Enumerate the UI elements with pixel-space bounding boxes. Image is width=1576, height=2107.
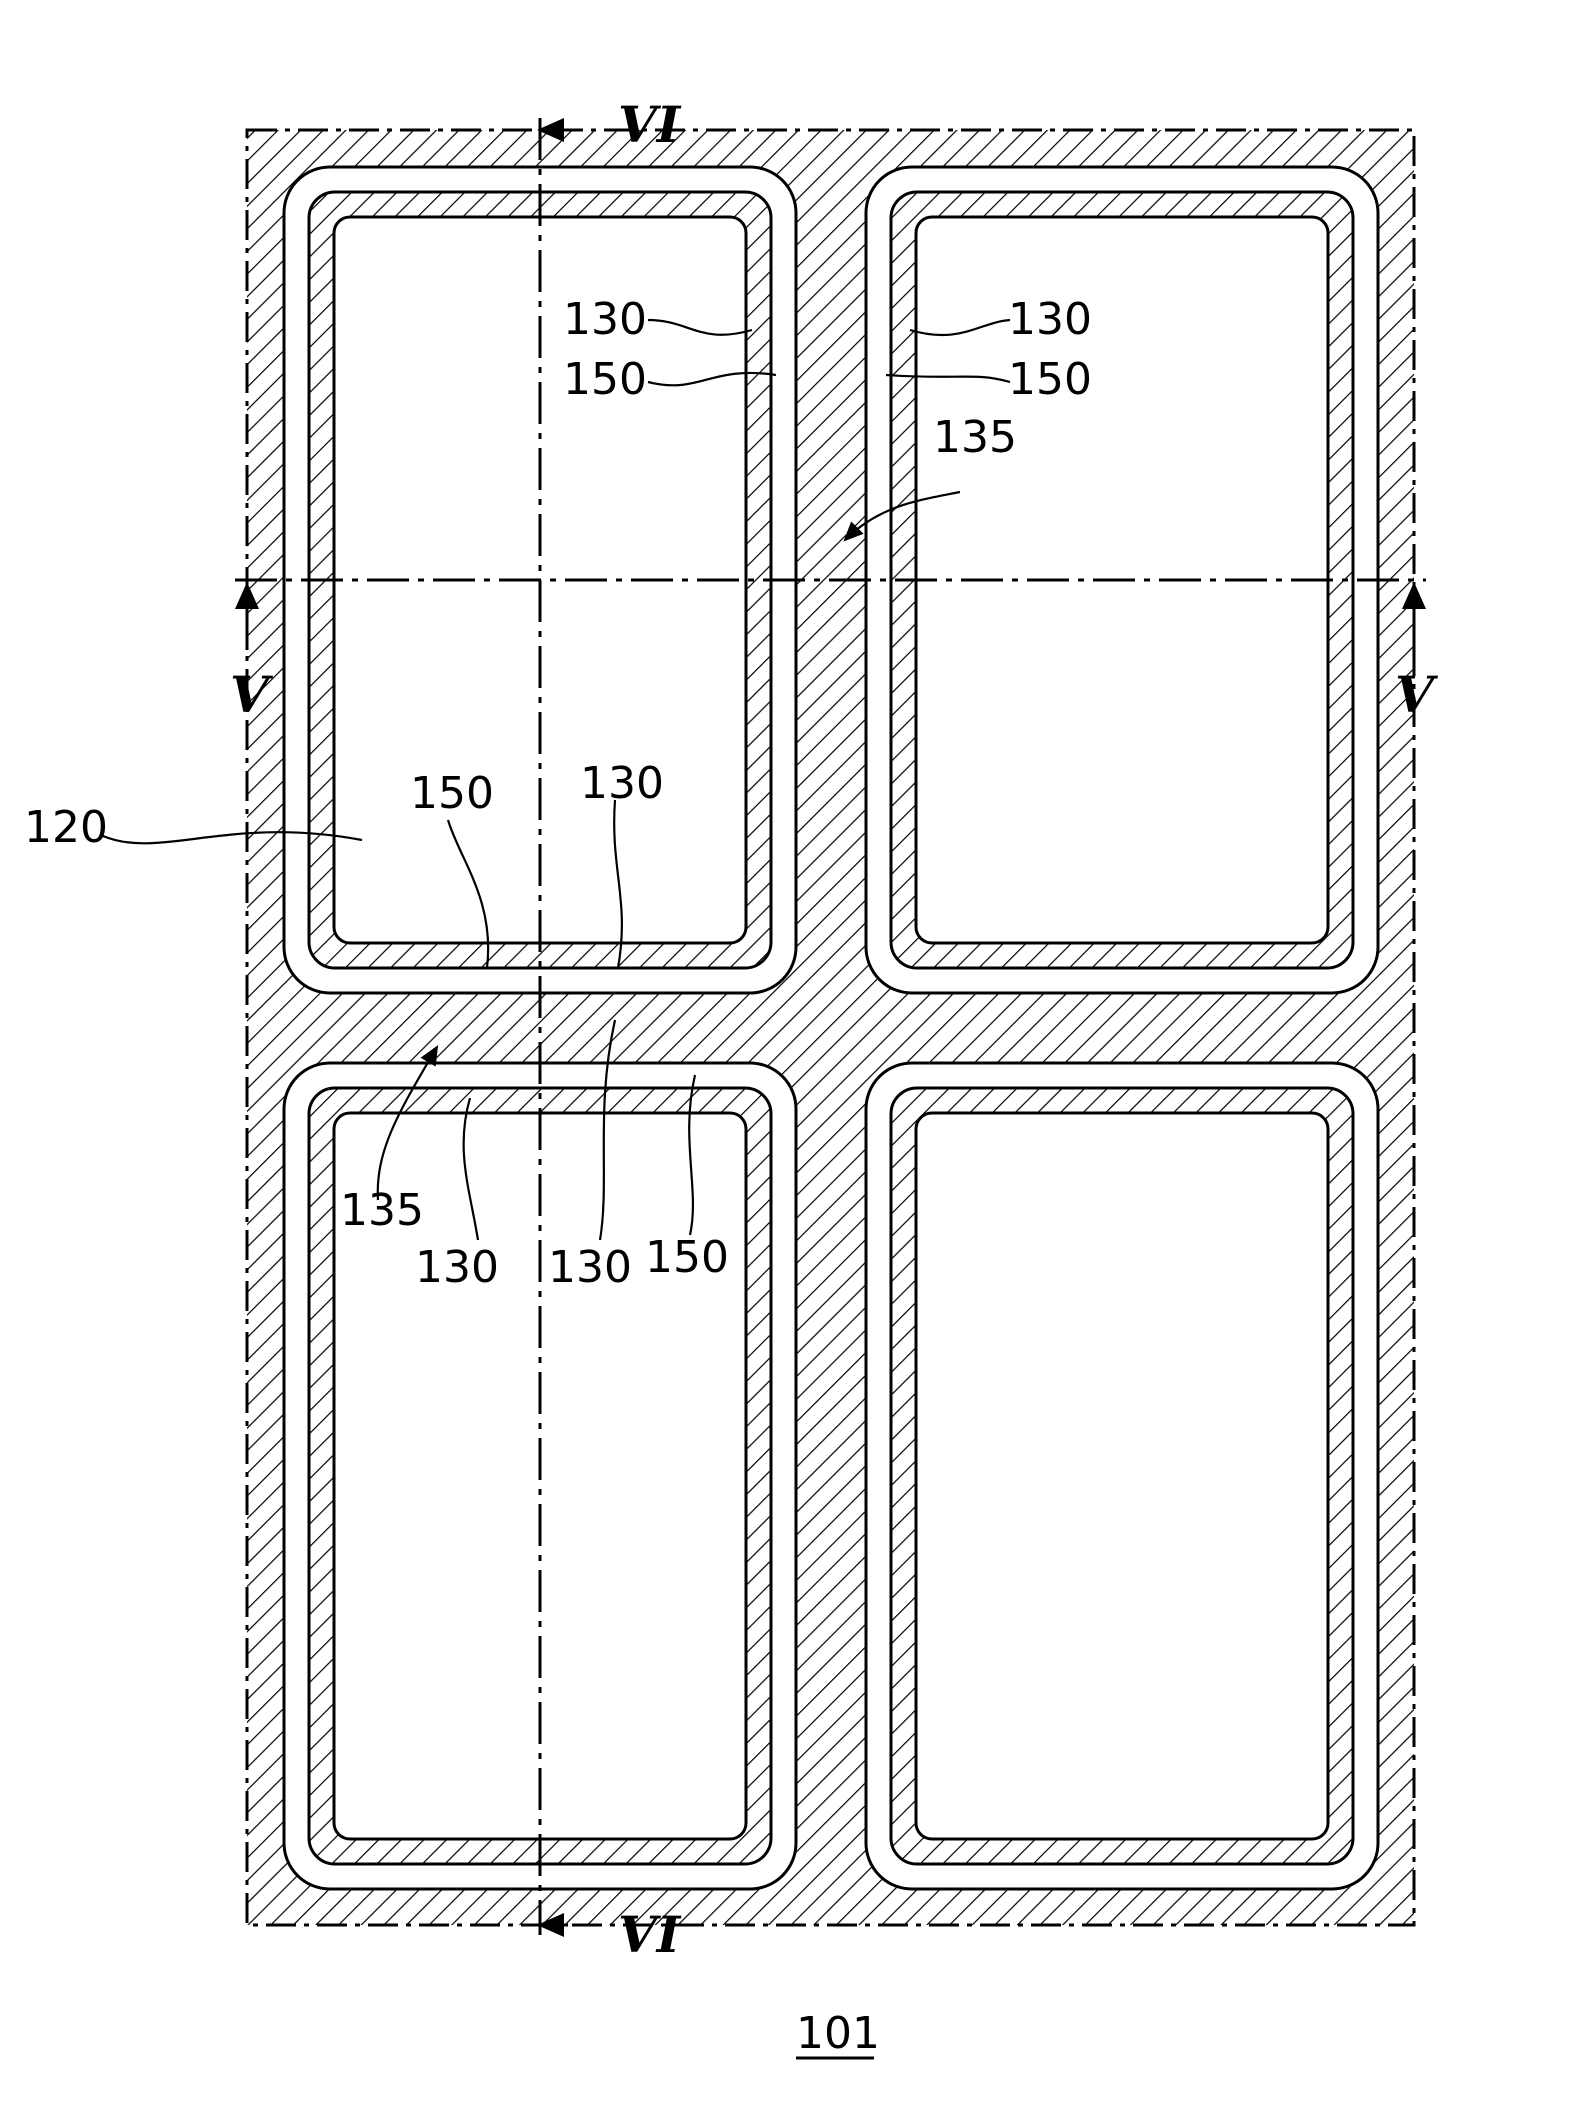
cell-bottom-right	[866, 1063, 1378, 1889]
ref-label: 130	[548, 1242, 632, 1293]
figure-label: 101	[796, 2008, 880, 2059]
ref-label: 150	[410, 768, 494, 819]
ref-label: 150	[563, 354, 647, 405]
ref-label: 120	[24, 802, 108, 853]
ref-label: 150	[1008, 354, 1092, 405]
section-mark-top: VI	[618, 95, 682, 154]
ref-label: 130	[580, 758, 664, 809]
ref-label: 150	[645, 1232, 729, 1283]
ref-label: 135	[340, 1185, 424, 1236]
section-mark-right: V	[1395, 665, 1439, 724]
ref-label: 130	[1008, 294, 1092, 345]
ref-label: 130	[563, 294, 647, 345]
ref-label: 130	[415, 1242, 499, 1293]
ref-label: 135	[933, 412, 1017, 463]
section-mark-left: V	[230, 665, 274, 724]
section-mark-bottom: VI	[618, 1905, 682, 1964]
